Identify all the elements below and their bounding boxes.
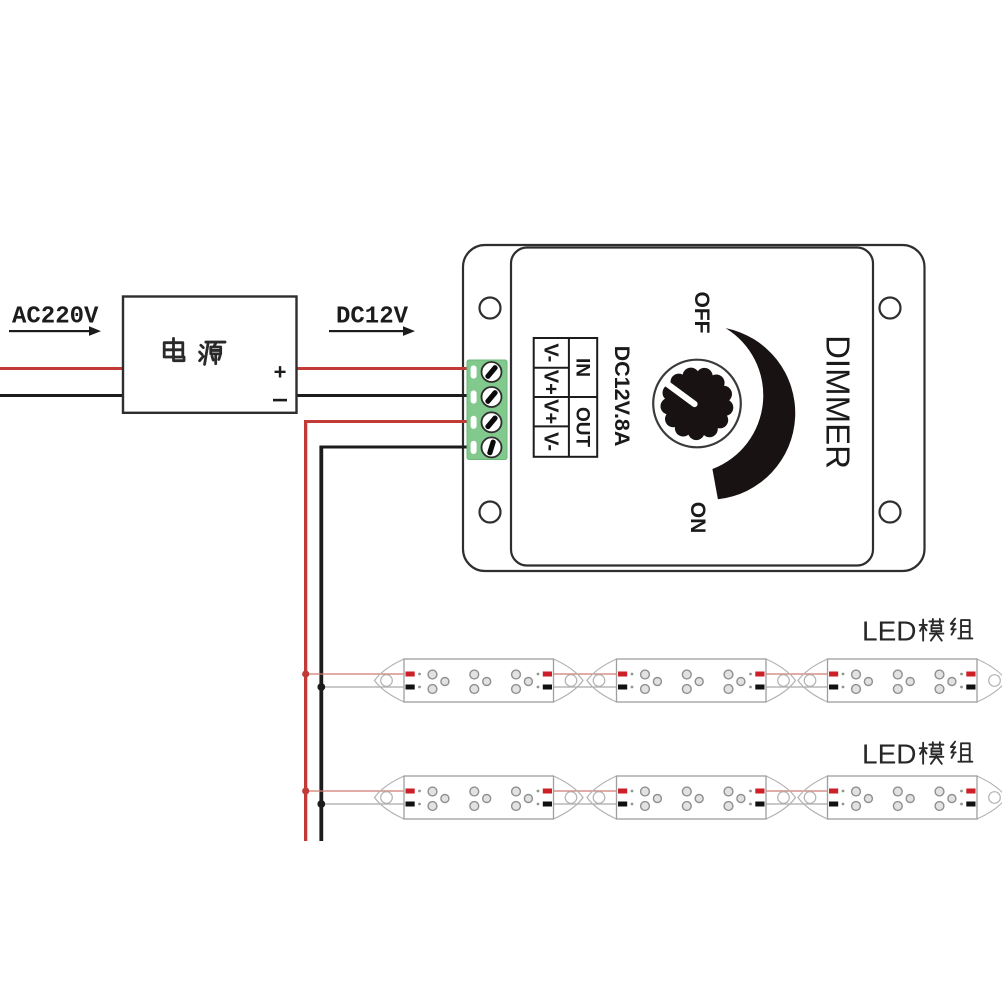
svg-text:V+: V+	[539, 399, 561, 424]
svg-text:IN: IN	[571, 358, 592, 377]
svg-text:OUT: OUT	[571, 407, 592, 448]
svg-text:LED: LED	[862, 615, 916, 646]
svg-text:OFF: OFF	[690, 292, 713, 334]
svg-text:DC12V.8A: DC12V.8A	[610, 346, 634, 447]
svg-text:AC220V: AC220V	[12, 304, 99, 331]
svg-text:DIMMER: DIMMER	[819, 335, 856, 469]
svg-text:DC12V: DC12V	[336, 304, 409, 331]
svg-text:LED: LED	[862, 739, 916, 770]
svg-text:V-: V-	[539, 432, 561, 451]
svg-text:V+: V+	[539, 370, 561, 395]
svg-text:ON: ON	[686, 502, 709, 534]
svg-text:+: +	[274, 360, 287, 385]
svg-text:V-: V-	[539, 343, 561, 362]
